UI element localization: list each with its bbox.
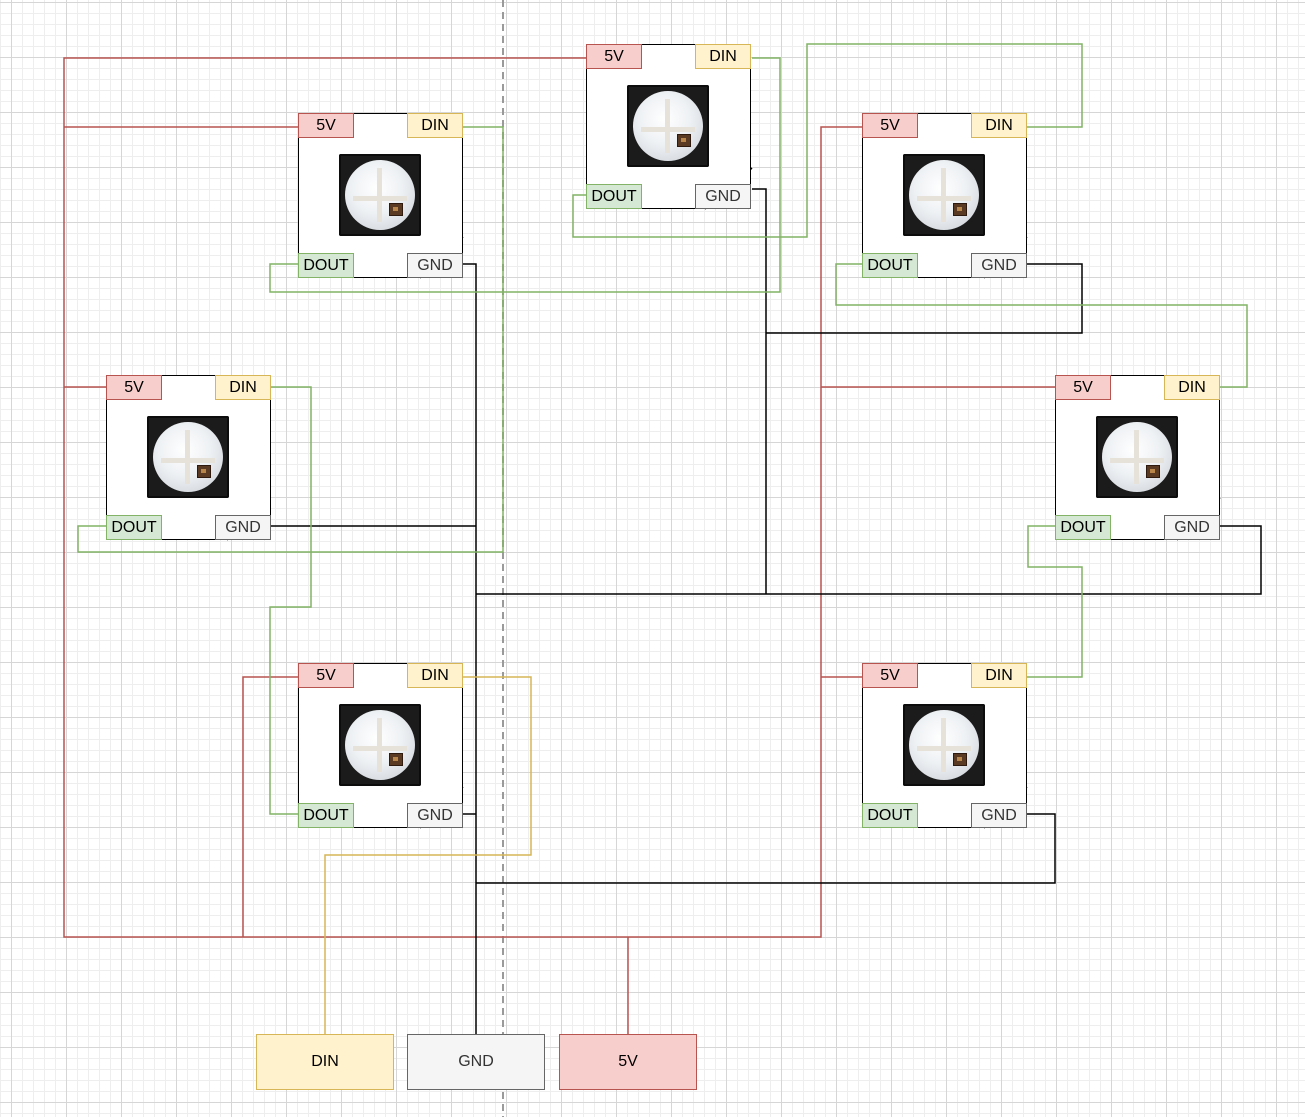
pin-5v: 5V xyxy=(586,44,642,69)
led-upper-left: 5V DIN DOUT GND xyxy=(298,113,463,278)
pin-dout: DOUT xyxy=(862,803,918,828)
pin-dout: DOUT xyxy=(298,803,354,828)
pin-5v: 5V xyxy=(862,113,918,138)
pin-gnd: GND xyxy=(215,515,271,540)
pin-5v: 5V xyxy=(862,663,918,688)
pin-gnd: GND xyxy=(407,803,463,828)
led-chip xyxy=(339,704,421,786)
led-chip xyxy=(339,154,421,236)
led-chip xyxy=(627,85,709,167)
pin-dout: DOUT xyxy=(862,253,918,278)
terminal-gnd[interactable]: GND xyxy=(407,1034,545,1090)
pin-din: DIN xyxy=(407,663,463,688)
terminal-din[interactable]: DIN xyxy=(256,1034,394,1090)
led-lower-right: 5V DIN DOUT GND xyxy=(862,663,1027,828)
pin-5v: 5V xyxy=(298,113,354,138)
led-upper-right: 5V DIN DOUT GND xyxy=(862,113,1027,278)
data-wires xyxy=(77,43,1248,815)
led-middle-left: 5V DIN DOUT GND xyxy=(106,375,271,540)
pin-5v: 5V xyxy=(1055,375,1111,400)
led-chip xyxy=(903,154,985,236)
pin-dout: DOUT xyxy=(106,515,162,540)
pin-din: DIN xyxy=(215,375,271,400)
pin-5v: 5V xyxy=(106,375,162,400)
input-wire xyxy=(324,676,532,1034)
terminal-5v[interactable]: 5V xyxy=(559,1034,697,1090)
pin-din: DIN xyxy=(1164,375,1220,400)
led-chip xyxy=(147,416,229,498)
pin-gnd: GND xyxy=(1164,515,1220,540)
ground-wires xyxy=(269,188,1262,1034)
led-top-center: 5V DIN DOUT GND xyxy=(586,44,751,209)
pin-din: DIN xyxy=(971,113,1027,138)
pin-gnd: GND xyxy=(695,184,751,209)
pin-gnd: GND xyxy=(971,803,1027,828)
pin-din: DIN xyxy=(407,113,463,138)
led-lower-left: 5V DIN DOUT GND xyxy=(298,663,463,828)
pin-gnd: GND xyxy=(971,253,1027,278)
led-middle-right: 5V DIN DOUT GND xyxy=(1055,375,1220,540)
pin-dout: DOUT xyxy=(1055,515,1111,540)
pin-din: DIN xyxy=(695,44,751,69)
led-chip xyxy=(903,704,985,786)
pin-5v: 5V xyxy=(298,663,354,688)
pin-gnd: GND xyxy=(407,253,463,278)
power-wires xyxy=(63,57,1055,1034)
pin-dout: DOUT xyxy=(298,253,354,278)
led-chip xyxy=(1096,416,1178,498)
pin-din: DIN xyxy=(971,663,1027,688)
pin-dout: DOUT xyxy=(586,184,642,209)
